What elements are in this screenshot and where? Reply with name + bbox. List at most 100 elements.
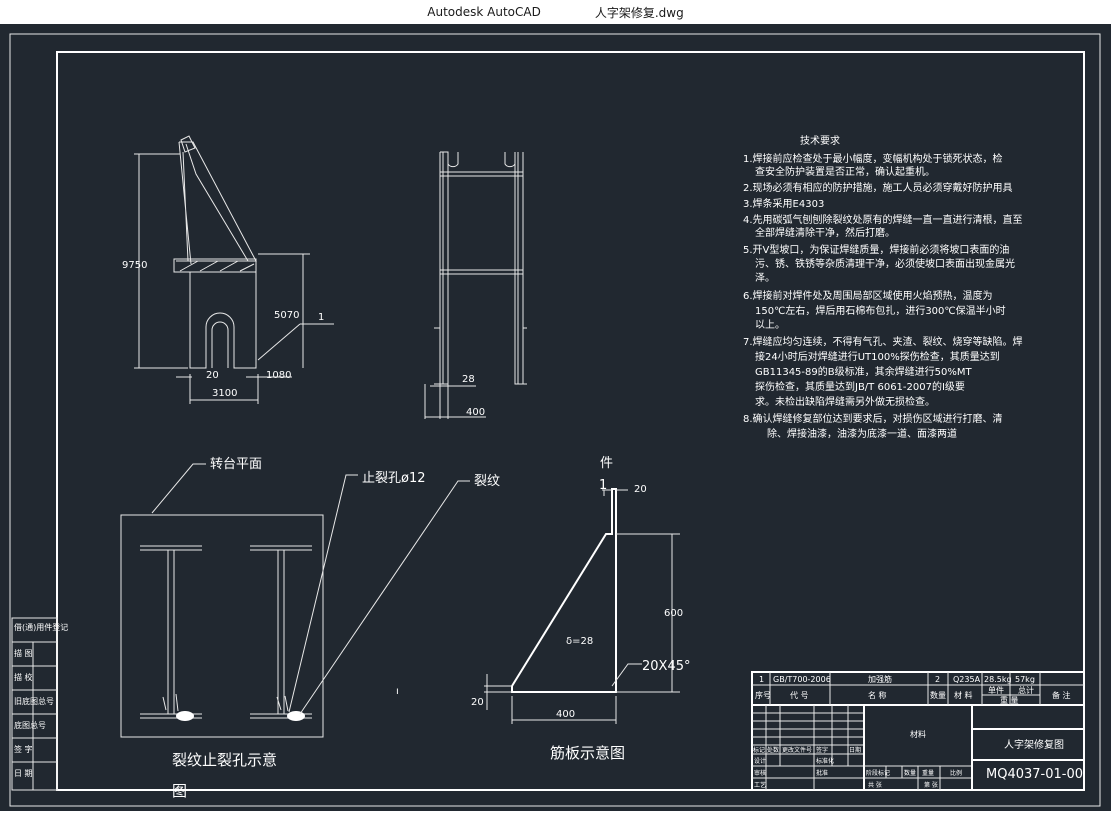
rib-dim-top: 20 xyxy=(634,484,647,495)
label-crack: 裂纹 xyxy=(474,474,500,489)
strip-row-1: 借(通)用件登记 xyxy=(14,622,68,632)
svg-text:5.开V型坡口，为保证焊缝质量，焊接前必须将坡口表面的油: 5.开V型坡口，为保证焊缝质量，焊接前必须将坡口表面的油 xyxy=(743,243,1009,256)
stage-hdr-mark: 阶段标记 xyxy=(866,769,890,777)
hdr-name: 名 称 xyxy=(868,690,887,700)
app-name: Autodesk AutoCAD xyxy=(427,5,541,19)
note-7-line-1: 焊缝应均匀连续，不得有气孔、夹渣、裂纹、烧穿等缺陷。焊 xyxy=(753,335,1023,348)
outer-frame xyxy=(9,33,1101,807)
hdr-weight-single: 单件 xyxy=(988,685,1004,695)
note-1-line-1: 焊接前应检查处于最小幅度，变幅机构处于锁死状态，检 xyxy=(753,152,1003,165)
sign-standard: 标准化 xyxy=(816,757,834,765)
rev-hdr-mark: 标记 xyxy=(753,746,765,754)
note-6-num: 6. xyxy=(743,291,753,302)
cad-drawing[interactable]: 9750 5070 3100 20 1080 1 28 400 技术要求 1.焊… xyxy=(0,24,1111,811)
sign-process: 工艺 xyxy=(754,781,766,789)
inner-frame xyxy=(56,51,1085,791)
front-view: 28 400 xyxy=(424,151,527,419)
rib-dim-height: 600 xyxy=(664,608,683,619)
rib-caption: 筋板示意图 xyxy=(550,744,625,762)
strip-row-2: 描 图 xyxy=(14,648,33,658)
drawing-title: 人字架修复图 xyxy=(1004,738,1064,751)
note-6-line-3: 以上。 xyxy=(755,319,785,331)
svg-text:2.现场必须有相应的防护措施，施工人员必须穿戴好防护用具: 2.现场必须有相应的防护措施，施工人员必须穿戴好防护用具 xyxy=(743,181,1013,194)
rib-chamfer: 20X45° xyxy=(642,659,691,674)
front-dim-leg: 28 xyxy=(462,374,475,385)
window-title-bar: Autodesk AutoCAD 人字架修复.dwg xyxy=(0,0,1111,24)
crack-caption-line-1: 裂纹止裂孔示意 xyxy=(172,751,277,769)
note-2-num: 2. xyxy=(743,183,753,194)
note-5-num: 5. xyxy=(743,245,753,256)
note-4-line-1: 先用碳弧气刨刨除裂纹处原有的焊缝一直一直进行清根，直至 xyxy=(753,213,1023,226)
strip-row-5: 底图总号 xyxy=(14,720,46,730)
title-block: 1 GB/T700-2006 加强筋 2 Q235A 28.5kg 57kg 序… xyxy=(751,671,1085,791)
footer-total-sheets: 共 张 xyxy=(868,781,882,789)
file-name: 人字架修复.dwg xyxy=(594,5,684,20)
svg-text:8.确认焊缝修复部位达到要求后，对损伤区域进行打磨、清: 8.确认焊缝修复部位达到要求后，对损伤区域进行打磨、清 xyxy=(743,412,1003,425)
hdr-remark: 备 注 xyxy=(1052,690,1071,700)
rib-dim-bottom: 20 xyxy=(471,697,484,708)
note-7-line-4: 探伤检查，其质量达到JB/T 6061-2007的I级要 xyxy=(755,380,965,393)
row1-material: Q235A xyxy=(953,675,981,684)
hdr-material: 材 料 xyxy=(954,690,973,700)
rib-diagram: 件 1 20 600 20 400 δ=28 20X45° 筋板示意图 xyxy=(471,456,691,762)
side-dim-height: 9750 xyxy=(122,260,147,271)
rib-thickness: δ=28 xyxy=(566,636,593,647)
material-field: 材料 xyxy=(910,729,926,739)
front-dim-width: 400 xyxy=(466,407,485,418)
note-1-num: 1. xyxy=(743,154,753,165)
strip-row-3: 描 校 xyxy=(14,672,33,682)
svg-text:4.先用碳弧气刨刨除裂纹处原有的焊缝一直一直进行清根，直至: 4.先用碳弧气刨刨除裂纹处原有的焊缝一直一直进行清根，直至 xyxy=(743,213,1023,226)
stage-hdr-scale: 比例 xyxy=(950,769,962,777)
side-dim-right: 1080 xyxy=(266,370,291,381)
drawing-canvas[interactable]: 9750 5070 3100 20 1080 1 28 400 技术要求 1.焊… xyxy=(0,24,1111,811)
note-7-line-2: 接24小时后对焊缝进行UT100%探伤检查，其质量达到 xyxy=(755,350,1000,363)
note-7-num: 7. xyxy=(743,337,753,348)
note-1-line-2: 查安全防护装置是否正常，确认起重机。 xyxy=(755,165,935,178)
note-8-line-2: 除、焊接油漆，油漆为底漆一道、面漆两道 xyxy=(767,427,957,440)
hdr-qty: 数量 xyxy=(930,690,946,700)
note-7-line-3: GB11345-89的B级标准，其余焊缝进行50%MT xyxy=(755,365,972,378)
strip-row-6: 签 字 xyxy=(14,744,33,754)
footer-sheet-no: 第 张 xyxy=(924,781,938,789)
rib-dim-width: 400 xyxy=(556,709,575,720)
crack-hole-left xyxy=(176,711,194,721)
svg-text:7.焊缝应均匀连续，不得有气孔、夹渣、裂纹、烧穿等缺陷。焊: 7.焊缝应均匀连续，不得有气孔、夹渣、裂纹、烧穿等缺陷。焊 xyxy=(743,335,1023,348)
note-4-num: 4. xyxy=(743,215,753,226)
rev-hdr-count: 处数 xyxy=(767,746,779,754)
row1-name: 加强筋 xyxy=(868,674,892,684)
side-dim-mid: 5070 xyxy=(274,310,299,321)
rib-label-part-no: 1 xyxy=(599,478,607,493)
sign-approve: 批准 xyxy=(816,769,828,777)
svg-text:6.焊接前对焊件处及周围局部区域使用火焰预热，温度为: 6.焊接前对焊件处及周围局部区域使用火焰预热，温度为 xyxy=(743,289,993,302)
note-8-line-1: 确认焊缝修复部位达到要求后，对损伤区域进行打磨、清 xyxy=(753,412,1003,425)
stage-hdr-qty: 数量 xyxy=(904,769,916,777)
row1-unit-weight: 28.5kg xyxy=(984,675,1012,684)
note-4-line-2: 全部焊缝清除干净，然后打磨。 xyxy=(755,226,895,239)
svg-text:1.焊接前应检查处于最小幅度，变幅机构处于锁死状态，检: 1.焊接前应检查处于最小幅度，变幅机构处于锁死状态，检 xyxy=(743,152,1003,165)
label-platform: 转台平面 xyxy=(210,457,262,472)
note-8-num: 8. xyxy=(743,414,753,425)
strip-row-4: 旧底图总号 xyxy=(14,696,54,706)
label-hole: 止裂孔ø12 xyxy=(362,471,426,486)
rev-hdr-doc: 更改文件号 xyxy=(782,746,812,754)
crack-hole-right xyxy=(287,711,305,721)
side-callout: 1 xyxy=(318,312,324,323)
left-strip-table: 借(通)用件登记 描 图 描 校 旧底图总号 底图总号 签 字 日 期 xyxy=(11,617,68,791)
hdr-weight-label: 重 量 xyxy=(1000,695,1019,705)
note-6-line-1: 焊接前对焊件处及周围局部区域使用火焰预热，温度为 xyxy=(753,289,993,302)
drawing-number: MQ4037-01-00 xyxy=(986,767,1083,782)
note-5-line-2: 污、锈、铁锈等杂质清理干净，必须使坡口表面出现金属光 xyxy=(755,257,1015,270)
hdr-code: 代 号 xyxy=(790,690,809,700)
hdr-weight-total: 总计 xyxy=(1018,685,1034,695)
row1-std: GB/T700-2006 xyxy=(773,675,831,684)
row1-total-weight: 57kg xyxy=(1015,675,1035,684)
note-7-line-5: 求。未检出缺陷焊缝需另外做无损检查。 xyxy=(755,395,935,408)
row1-qty: 2 xyxy=(935,675,940,684)
row1-no: 1 xyxy=(759,675,764,684)
cursor-mark: ı xyxy=(396,686,399,697)
note-5-line-3: 泽。 xyxy=(755,272,775,284)
side-dim-base: 3100 xyxy=(212,388,237,399)
rev-hdr-sign: 签字 xyxy=(816,746,828,754)
rib-label-part: 件 xyxy=(600,456,613,471)
note-3-line-1: 焊条采用E4303 xyxy=(753,197,825,210)
